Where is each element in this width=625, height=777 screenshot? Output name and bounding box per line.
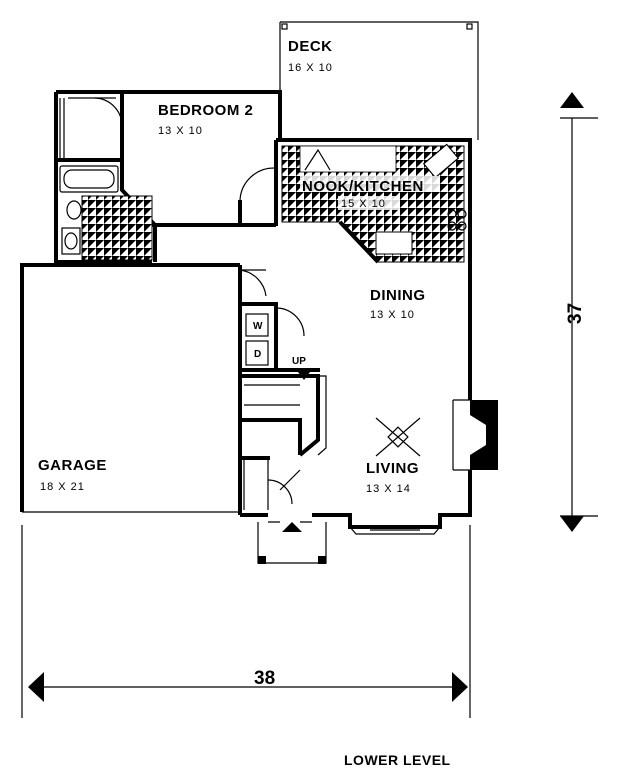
living-window-bay bbox=[349, 526, 441, 535]
dryer-label: D bbox=[254, 349, 261, 360]
bedroom-2-label: BEDROOM 2 bbox=[158, 102, 253, 119]
dimension-lines bbox=[21, 92, 598, 718]
ceiling-fan-icon bbox=[375, 417, 421, 457]
dining-size: 13 X 10 bbox=[370, 309, 415, 321]
garage-size: 18 X 21 bbox=[40, 481, 85, 493]
laundry-stair-core bbox=[240, 302, 327, 510]
bedroom-2-size: 13 X 10 bbox=[158, 125, 203, 137]
main-house-walls bbox=[238, 138, 498, 529]
depth-dimension-label: 37 bbox=[565, 303, 586, 324]
bedroom-2-walls bbox=[54, 90, 282, 264]
deck-size: 16 X 10 bbox=[288, 62, 333, 74]
nook-kitchen-label: NOOK/KITCHEN bbox=[302, 178, 424, 195]
garage-label: GARAGE bbox=[38, 457, 107, 474]
width-dimension-label: 38 bbox=[254, 668, 275, 689]
garage-walls bbox=[20, 263, 267, 513]
stair-up-label: UP bbox=[292, 356, 306, 367]
deck-area bbox=[279, 21, 479, 140]
entry-stoop bbox=[257, 522, 327, 564]
plan-title: LOWER LEVEL bbox=[344, 752, 451, 768]
deck-label: DECK bbox=[288, 38, 333, 55]
living-label: LIVING bbox=[366, 460, 419, 477]
nook-kitchen-size: 15 X 10 bbox=[341, 198, 386, 210]
dining-label: DINING bbox=[370, 287, 426, 304]
washer-label: W bbox=[253, 321, 263, 332]
living-size: 13 X 14 bbox=[366, 483, 411, 495]
